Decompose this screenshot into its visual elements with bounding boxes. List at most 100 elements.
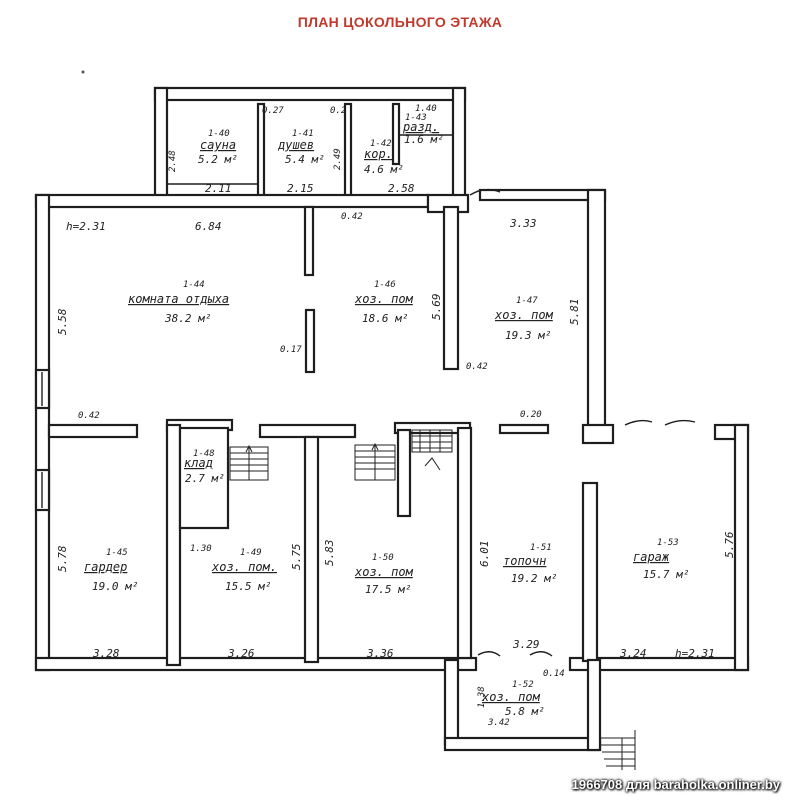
dim-3-29: 3.29 — [512, 638, 540, 651]
plan-title: ПЛАН ЦОКОЛЬНОГО ЭТАЖА — [297, 14, 503, 30]
svg-text:17.5 м²: 17.5 м² — [365, 583, 411, 596]
dimensions: 2.48 0.27 0.2 1.40 2.49 2.11 2.15 2.58 h… — [56, 104, 736, 728]
svg-text:1-45: 1-45 — [106, 548, 128, 558]
dim-3-26: 3.26 — [227, 647, 255, 660]
dim-h-2-31-bottom: h=2.31 — [675, 647, 715, 660]
svg-text:1-48: 1-48 — [193, 449, 215, 459]
svg-text:2.7 м²: 2.7 м² — [185, 472, 225, 485]
svg-text:1-43: 1-43 — [405, 113, 427, 123]
svg-text:1-51: 1-51 — [530, 543, 552, 553]
room-1-53: 1-53 гараж 15.7 м² — [633, 538, 689, 581]
dim-5-81: 5.81 — [568, 299, 581, 326]
room-1-44: 1-44 комната отдыха 38.2 м² — [128, 280, 229, 325]
doors — [469, 188, 696, 657]
room-1-48: 1-48 клад 2.7 м² — [184, 449, 225, 485]
dim-5-69: 5.69 — [430, 294, 443, 321]
svg-text:клад: клад — [184, 456, 213, 470]
dim-3-33: 3.33 — [509, 217, 537, 230]
svg-text:хоз. пом: хоз. пом — [354, 565, 414, 579]
dim-h-2-31-top: h=2.31 — [66, 220, 106, 233]
svg-text:разд.: разд. — [402, 120, 439, 134]
dim-5-75: 5.75 — [290, 544, 303, 571]
dim-3-36: 3.36 — [366, 647, 394, 660]
svg-text:18.6 м²: 18.6 м² — [362, 312, 408, 325]
dim-5-58: 5.58 — [56, 308, 69, 335]
dim-2-15: 2.15 — [287, 182, 314, 195]
dim-0-42-left: 0.42 — [78, 411, 100, 421]
svg-text:5.8 м²: 5.8 м² — [505, 705, 545, 718]
dim-3-28: 3.28 — [92, 647, 120, 660]
dim-2-58: 2.58 — [388, 182, 415, 195]
room-1-49: 1-49 хоз. пом. 15.5 м² — [211, 548, 277, 593]
svg-text:топочн: топочн — [503, 554, 546, 568]
room-1-42: 1-42 кор. 4.6 м² — [364, 139, 404, 176]
svg-text:5.4 м²: 5.4 м² — [285, 153, 325, 166]
dim-0-27: 0.27 — [262, 106, 284, 116]
svg-text:кор.: кор. — [364, 147, 393, 161]
room-1-43: 1-43 разд. 1.6 м² — [402, 113, 444, 146]
dim-6-84: 6.84 — [195, 220, 222, 233]
svg-text:19.3 м²: 19.3 м² — [505, 329, 551, 342]
dim-3-42: 3.42 — [487, 718, 510, 728]
dim-0-20: 0.20 — [520, 410, 542, 420]
svg-text:1-50: 1-50 — [372, 553, 394, 563]
dim-0-42-mid: 0.42 — [466, 362, 488, 372]
svg-text:хоз. пом: хоз. пом — [481, 690, 541, 704]
dim-0-17: 0.17 — [280, 345, 302, 355]
dim-5-78: 5.78 — [56, 545, 69, 572]
stair-3 — [411, 429, 453, 471]
dim-0-14: 0.14 — [543, 669, 565, 679]
dim-0-42-top: 0.42 — [341, 212, 363, 222]
walls — [34, 86, 750, 752]
svg-text:5.2 м²: 5.2 м² — [198, 153, 238, 166]
watermark: 1966708 для baraholka.onliner.by — [571, 777, 780, 792]
dim-6-01: 6.01 — [478, 541, 491, 568]
svg-text:1-44: 1-44 — [183, 280, 205, 290]
dim-5-76: 5.76 — [723, 531, 736, 558]
stair-1 — [229, 444, 269, 481]
svg-text:хоз. пом: хоз. пом — [494, 308, 554, 322]
svg-text:хоз. пом: хоз. пом — [354, 292, 414, 306]
room-1-52: 1-52 хоз. пом 5.8 м² — [481, 680, 545, 718]
svg-text:1-41: 1-41 — [292, 129, 314, 139]
room-1-50: 1-50 хоз. пом 17.5 м² — [354, 553, 414, 596]
room-1-46: 1-46 хоз. пом 18.6 м² — [354, 280, 414, 325]
svg-text:комната отдыха: комната отдыха — [128, 292, 229, 306]
svg-text:душев: душев — [277, 138, 314, 152]
dim-2-48: 2.48 — [168, 150, 178, 172]
dim-5-83: 5.83 — [323, 540, 336, 567]
svg-text:1-49: 1-49 — [240, 548, 262, 558]
svg-text:15.7 м²: 15.7 м² — [643, 568, 689, 581]
svg-text:сауна: сауна — [200, 138, 236, 152]
dim-0-2: 0.2 — [330, 106, 346, 116]
svg-text:1-46: 1-46 — [374, 280, 396, 290]
room-1-47: 1-47 хоз. пом 19.3 м² — [494, 296, 554, 342]
room-1-51: 1-51 топочн 19.2 м² — [503, 543, 557, 585]
room-1-40: 1-40 сауна 5.2 м² — [198, 129, 238, 166]
dim-2-49: 2.49 — [333, 148, 343, 170]
svg-text:1-40: 1-40 — [208, 129, 230, 139]
svg-text:1-53: 1-53 — [657, 538, 679, 548]
svg-text:38.2 м²: 38.2 м² — [164, 312, 211, 325]
svg-text:19.0 м²: 19.0 м² — [92, 580, 138, 593]
svg-text:4.6 м²: 4.6 м² — [364, 163, 404, 176]
stair-2 — [354, 442, 396, 481]
room-labels: 1-40 сауна 5.2 м² 1-41 душев 5.4 м² 1-42… — [84, 113, 689, 718]
dim-1-40: 1.40 — [415, 104, 437, 114]
svg-text:гардер: гардер — [84, 560, 127, 574]
svg-text:1-42: 1-42 — [370, 139, 392, 149]
svg-text:19.2 м²: 19.2 м² — [511, 572, 557, 585]
room-1-45: 1-45 гардер 19.0 м² — [84, 548, 138, 593]
svg-text:1.6 м²: 1.6 м² — [404, 133, 444, 146]
stairs — [229, 429, 636, 770]
stair-4 — [600, 730, 636, 770]
dim-2-11: 2.11 — [205, 182, 232, 195]
dim-1-38: 1.38 — [477, 686, 487, 708]
dim-3-24: 3.24 — [619, 647, 647, 660]
svg-text:1-52: 1-52 — [512, 680, 534, 690]
svg-text:15.5 м²: 15.5 м² — [225, 580, 271, 593]
room-1-41: 1-41 душев 5.4 м² — [277, 129, 325, 166]
dim-1-30: 1.30 — [190, 544, 212, 554]
svg-text:1-47: 1-47 — [516, 296, 538, 306]
